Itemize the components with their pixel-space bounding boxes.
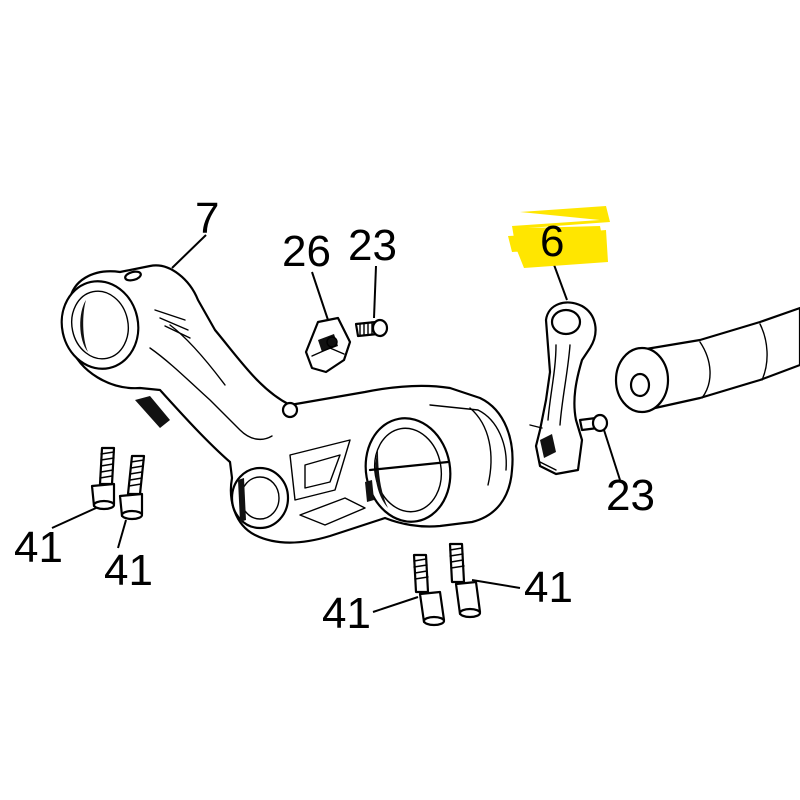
bolt-part-41-left-a [90, 446, 116, 511]
triple-clamp-part-7 [60, 264, 514, 544]
callout-26: 26 [282, 227, 331, 276]
bolt-part-41-left-b [118, 454, 146, 521]
bolt-part-41-bottom-b [448, 542, 482, 619]
callout-41-bottom-b: 41 [524, 563, 573, 612]
screw-part-23-upper [354, 318, 389, 338]
callout-41-bottom-a: 41 [322, 589, 371, 638]
bracket-part-26 [304, 316, 352, 374]
highlight-marker [508, 206, 610, 268]
callout-23-lower: 23 [606, 471, 655, 520]
leader-lines [51, 234, 621, 613]
callout-41-left-a: 41 [14, 523, 63, 572]
screw-part-23-lower [578, 413, 609, 433]
callout-23-upper: 23 [348, 221, 397, 270]
handlebar-tube [614, 306, 800, 414]
handlebar-clamp-part-6 [529, 301, 597, 476]
callout-6: 6 [540, 217, 564, 266]
bolt-part-41-bottom-a [412, 553, 446, 627]
callout-7: 7 [195, 194, 219, 243]
callout-41-left-b: 41 [104, 546, 153, 595]
